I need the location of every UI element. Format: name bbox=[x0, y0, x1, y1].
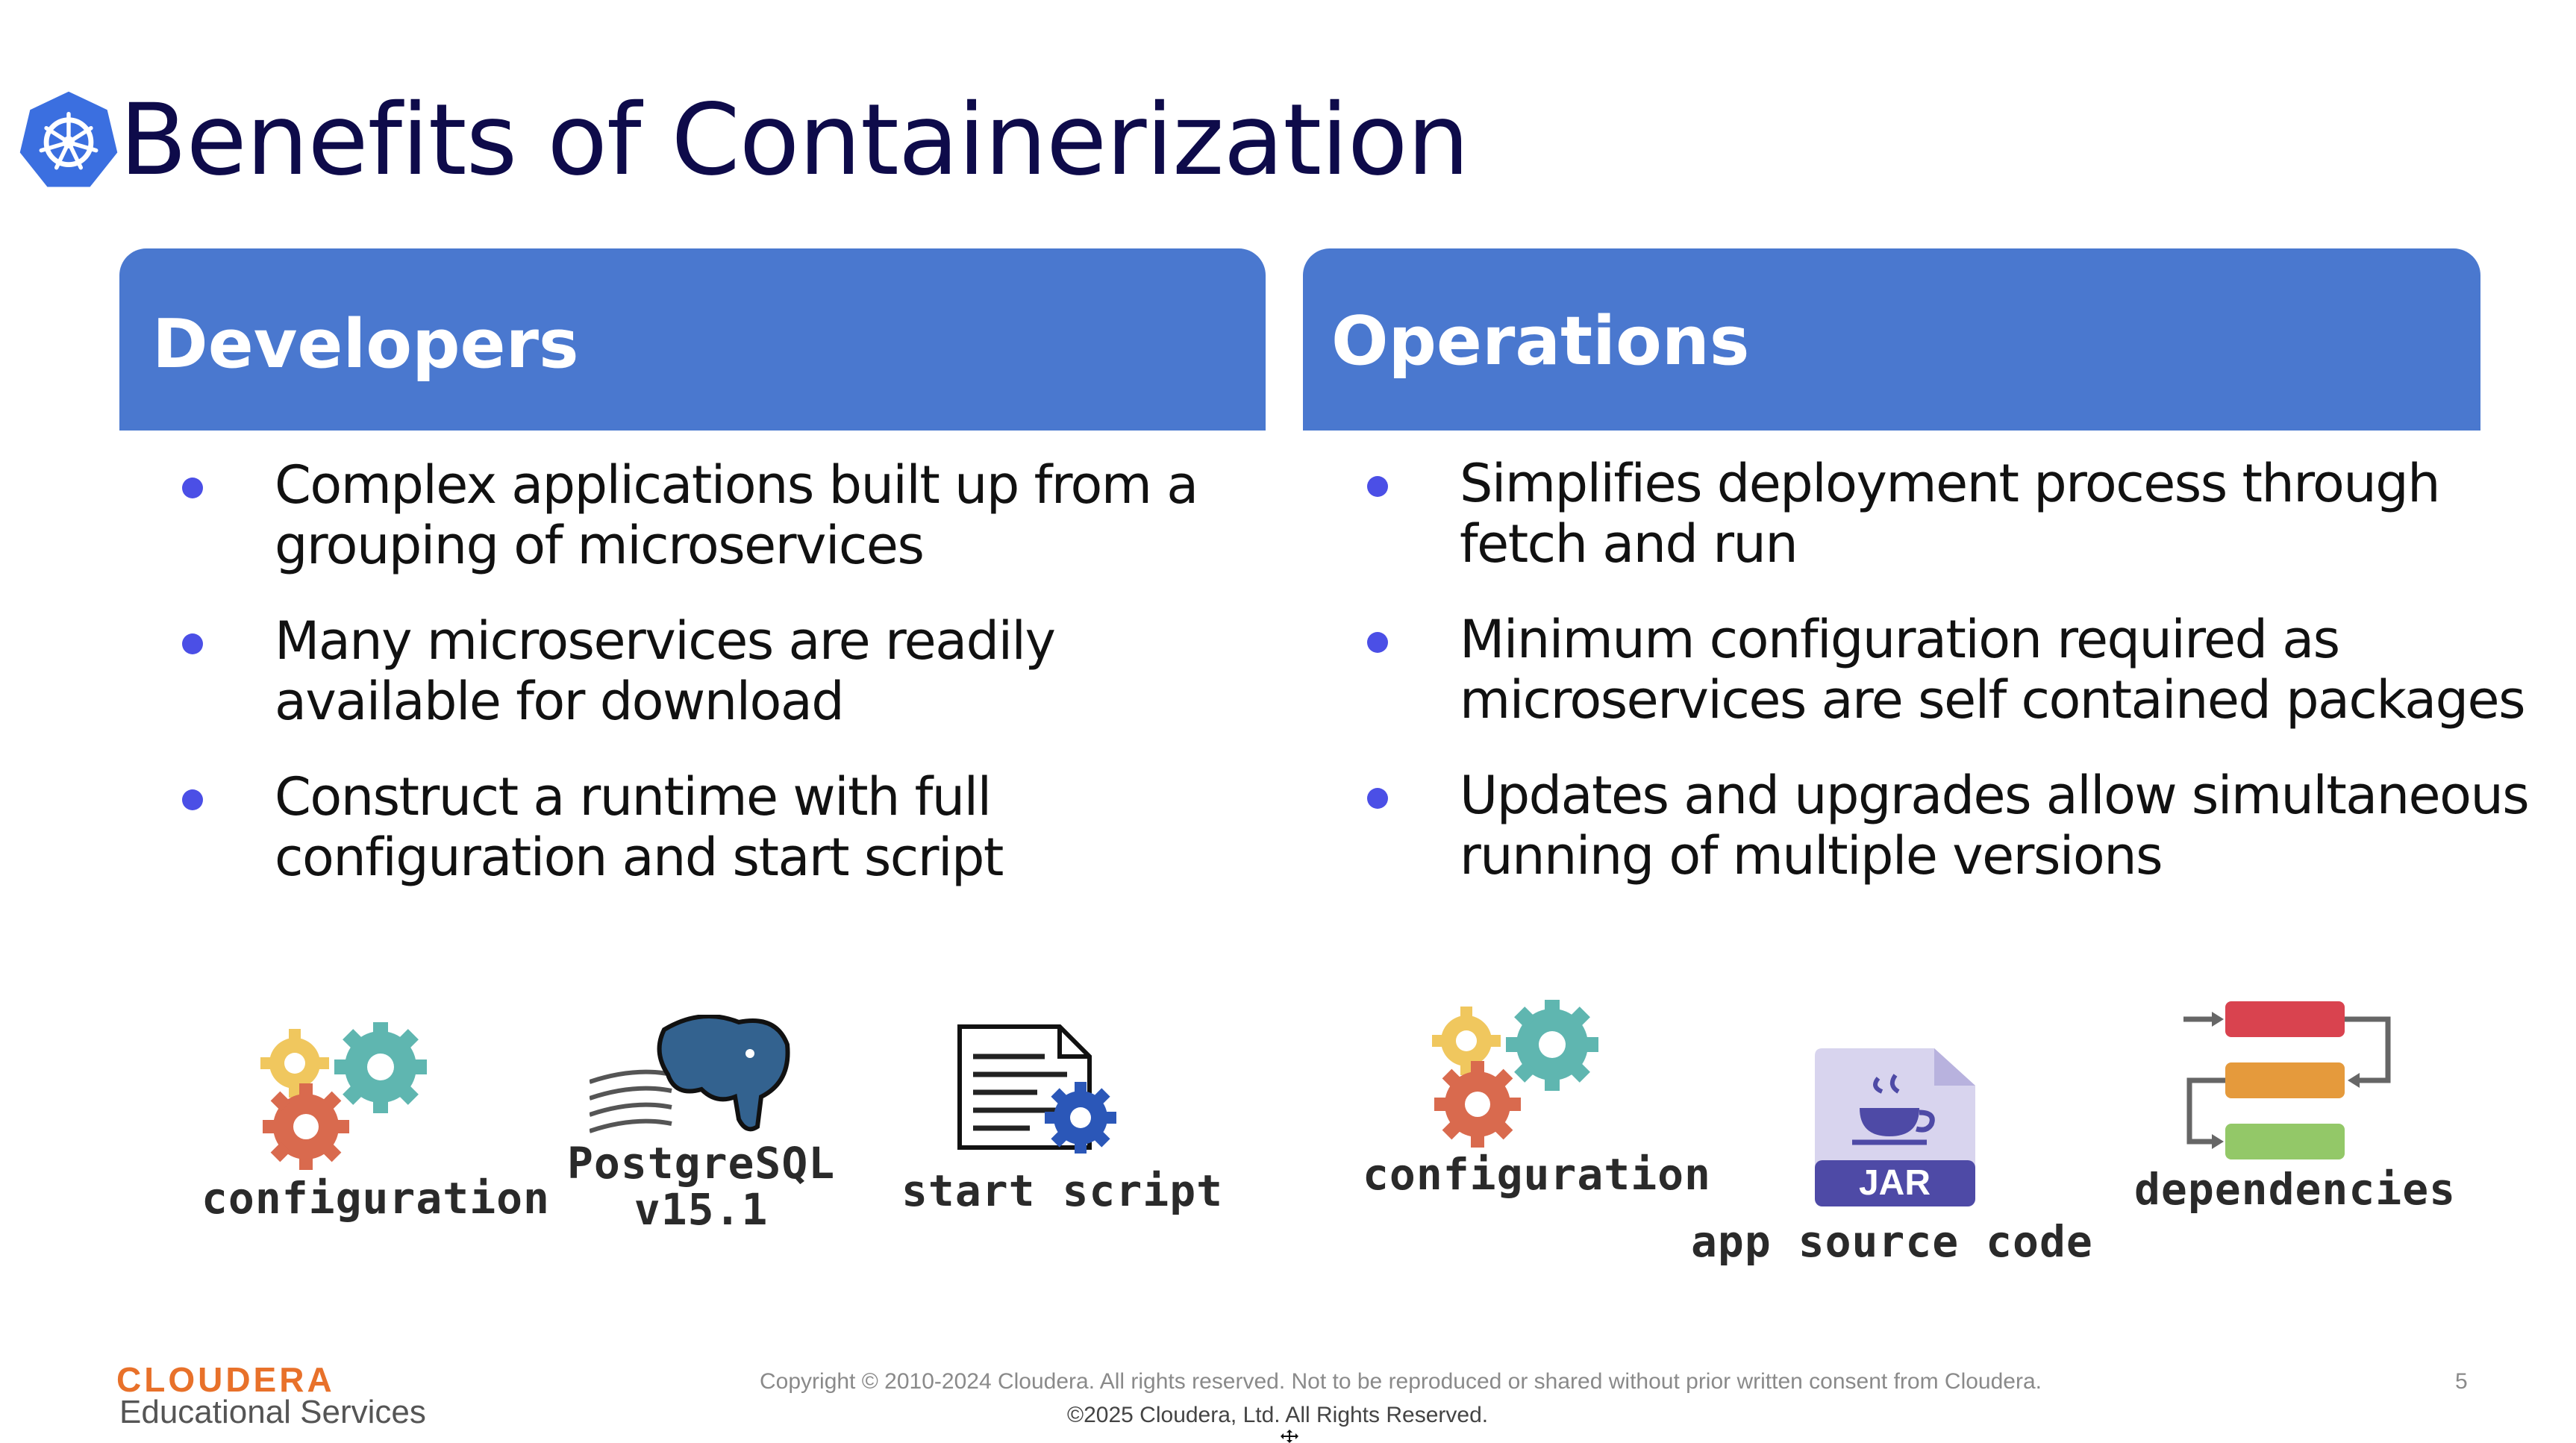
postgresql-elephant-icon bbox=[590, 1015, 790, 1133]
start-script-label: start script bbox=[901, 1165, 1224, 1216]
postgresql-label: PostgreSQL v15.1 bbox=[567, 1138, 836, 1235]
list-item: Simplifies deployment process through fe… bbox=[1367, 454, 2531, 575]
cloudera-logo: CLOUDERA bbox=[116, 1360, 335, 1399]
brand-subtitle: Educational Services bbox=[119, 1394, 426, 1430]
page-number: 5 bbox=[2455, 1369, 2468, 1394]
list-item: Construct a runtime with full configurat… bbox=[182, 767, 1287, 888]
bullet-dot-icon bbox=[182, 633, 203, 654]
app-source-code-label: app source code bbox=[1691, 1216, 2093, 1267]
dependencies-flow-icon bbox=[2183, 1001, 2391, 1159]
jar-badge: JAR bbox=[1859, 1163, 1931, 1203]
developers-header: Developers bbox=[119, 248, 1266, 431]
bullet-dot-icon bbox=[182, 478, 203, 498]
kubernetes-helm-icon bbox=[19, 91, 118, 187]
developers-bullet-list: Complex applications built up from a gro… bbox=[182, 455, 1287, 923]
operations-header: Operations bbox=[1303, 248, 2480, 431]
configuration-label: configuration bbox=[201, 1173, 550, 1224]
list-item: Many microservices are readily available… bbox=[182, 611, 1287, 732]
gears-icon bbox=[260, 1022, 427, 1170]
copyright-text-2: ©2025 Cloudera, Ltd. All Rights Reserved… bbox=[1067, 1403, 1489, 1427]
copyright-text: Copyright © 2010-2024 Cloudera. All righ… bbox=[760, 1369, 2042, 1394]
dependencies-label: dependencies bbox=[2134, 1164, 2457, 1215]
java-jar-file-icon: JAR bbox=[1815, 1048, 1975, 1206]
bullet-dot-icon bbox=[182, 789, 203, 810]
bullet-dot-icon bbox=[1367, 632, 1388, 653]
page-title: Benefits of Containerization bbox=[119, 83, 1469, 198]
configuration-label: configuration bbox=[1363, 1149, 1711, 1200]
list-item: Minimum configuration required as micros… bbox=[1367, 610, 2531, 730]
bullet-dot-icon bbox=[1367, 788, 1388, 809]
developers-header-label: Developers bbox=[152, 305, 579, 384]
script-document-gear-icon bbox=[957, 1024, 1116, 1154]
move-cursor-icon bbox=[1281, 1430, 1298, 1443]
bullet-dot-icon bbox=[1367, 476, 1388, 497]
list-item: Complex applications built up from a gro… bbox=[182, 455, 1287, 576]
operations-header-label: Operations bbox=[1331, 302, 1750, 381]
list-item: Updates and upgrades allow simultaneous … bbox=[1367, 766, 2531, 886]
operations-bullet-list: Simplifies deployment process through fe… bbox=[1367, 454, 2531, 921]
gears-icon bbox=[1432, 1000, 1598, 1148]
